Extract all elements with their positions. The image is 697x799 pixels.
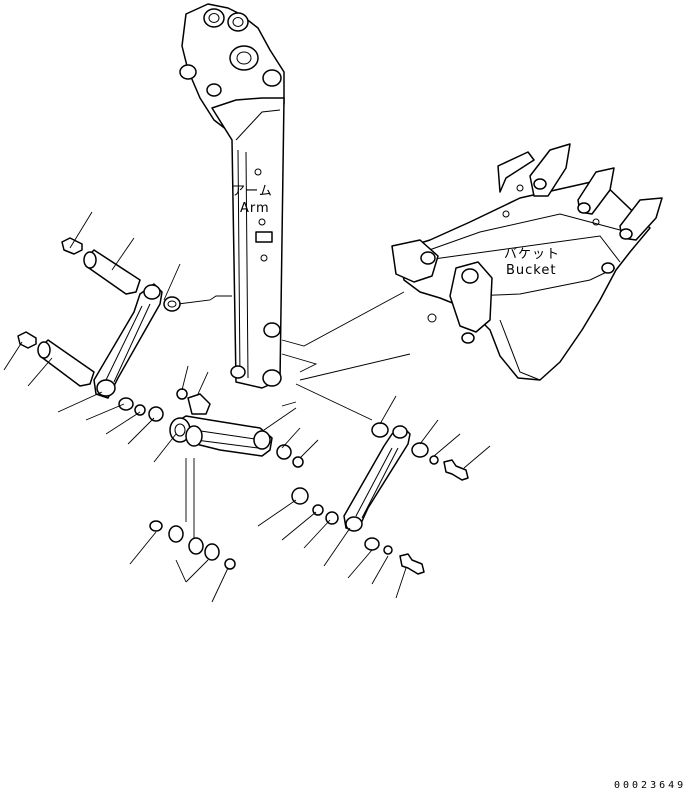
bucket-tooth-1 [497,151,535,193]
drawing-code: 00023649 [614,780,686,791]
link-bar-right [343,425,411,531]
bucket-label-en: Bucket [506,263,556,278]
arm-assembly [179,3,285,389]
arm-label-jp: アーム [232,184,273,199]
grease-fitting-lower [17,331,37,349]
assembly-guide-lines [177,291,411,554]
leader-lines [3,211,491,603]
bucket-assembly [391,143,663,381]
left-pin-set [17,237,141,387]
right-link [343,422,469,575]
bucket-label-jp: バケット [504,247,560,262]
bolt-upper-right [443,459,469,481]
bolt-lower-right [399,553,425,575]
bucket-bracket-left [391,239,439,283]
bucket-bracket-right [449,261,493,333]
left-link [93,283,181,399]
lower-washer-set [149,520,236,570]
bucket-body [397,179,651,381]
center-link [118,388,339,525]
arm-label-en: Arm [240,201,270,216]
grease-fitting-upper [61,237,83,255]
